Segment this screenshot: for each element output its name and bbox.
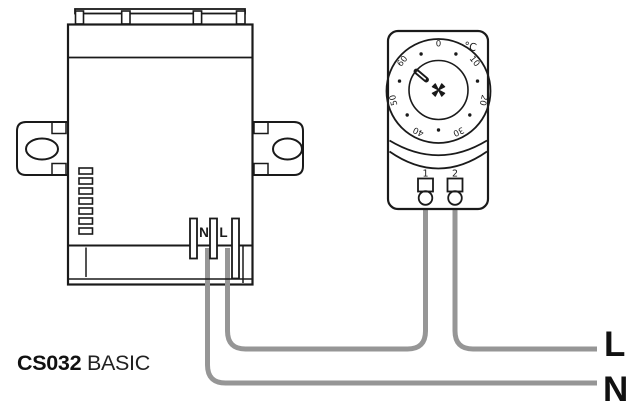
terminal-screw-1 (417, 177, 434, 193)
terminal-screw-2 (446, 177, 464, 193)
wire-entry-2 (447, 190, 463, 206)
terminal-pin (189, 217, 198, 260)
neutral-wire (205, 248, 597, 386)
device-top-cap (74, 8, 246, 25)
device-terminal-area: N L (68, 217, 253, 283)
dial-scale-labels: 0 10 20 30 40 50 60 (388, 40, 489, 138)
terminal-pin (231, 217, 240, 280)
mounting-ear-right (251, 121, 304, 176)
controller-device (16, 8, 304, 286)
face-arc-lower (388, 150, 488, 170)
product-model: CS032 (17, 351, 82, 375)
thermostat: 0 10 20 30 40 50 60 °C 1 2 (385, 29, 492, 211)
supply-live-label: L (604, 325, 626, 364)
dial-label-30: 30 (451, 124, 465, 138)
terminal-pin (209, 217, 218, 260)
dial-label-40: 40 (412, 124, 426, 138)
ear-hole-right (272, 137, 303, 161)
ear-hole-left (25, 137, 59, 161)
device-body (66, 23, 254, 286)
supply-neutral-label: N (603, 370, 629, 409)
mounting-ear-left (16, 121, 69, 176)
dial-well-circle (385, 38, 492, 144)
live-wire-thermostat-to-supply (452, 197, 597, 352)
dial-label-0: 0 (436, 40, 441, 50)
dial-label-20: 20 (477, 94, 489, 107)
product-variant: BASIC (86, 351, 150, 375)
face-arc-upper (389, 139, 488, 157)
wires (205, 197, 597, 386)
dial-label-50: 50 (388, 94, 400, 107)
knob-pointer (413, 68, 429, 83)
thermostat-terminal-label-1: 1 (422, 169, 428, 180)
vent-slots (78, 167, 94, 235)
device-terminal-label-l: L (219, 225, 227, 240)
dial-tick-dots (397, 52, 480, 132)
product-name: CS032 BASIC (17, 351, 150, 376)
live-wire-device-to-thermostat (225, 197, 428, 352)
thermostat-terminal-label-2: 2 (452, 169, 458, 180)
device-terminal-label-n: N (199, 225, 209, 240)
thermostat-terminals: 1 2 (417, 169, 464, 206)
center-screw-icon (431, 83, 446, 97)
wire-entry-1 (417, 190, 434, 206)
dial-unit-label: °C (463, 40, 478, 54)
dial-knob[interactable] (408, 59, 469, 121)
